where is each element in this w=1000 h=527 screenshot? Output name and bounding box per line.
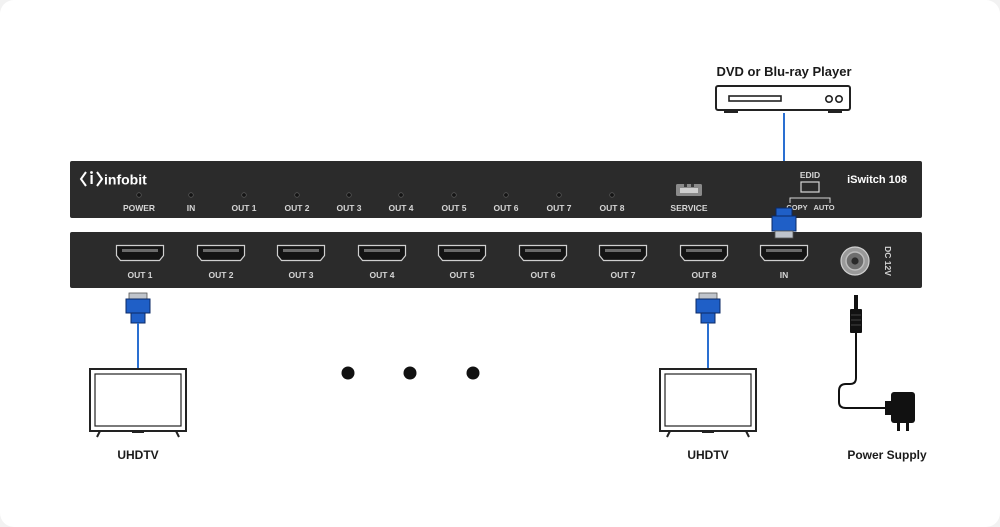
led-label-in: IN [187, 203, 196, 213]
hdmi-out-label-1: OUT 1 [127, 270, 152, 280]
more-outputs-dot-3 [466, 366, 480, 380]
hdmi-out-port-7 [598, 244, 648, 262]
led-out-4 [398, 192, 404, 198]
led-out-2 [294, 192, 300, 198]
in-hdmi-connector [771, 207, 797, 239]
hdmi-out-label-7: OUT 7 [610, 270, 635, 280]
front-panel [70, 161, 922, 218]
led-label-out-2: OUT 2 [284, 203, 309, 213]
led-label-out-5: OUT 5 [441, 203, 466, 213]
hdmi-port-row: OUT 1 OUT 2 OUT 3 OUT 4 OUT 5 OUT 6 OUT 7 OUT 8 [115, 244, 729, 280]
hdmi-out-port-1 [115, 244, 165, 262]
out1-hdmi-connector [125, 292, 151, 324]
hdmi-in-label: IN [780, 270, 789, 280]
led-in [188, 192, 194, 198]
edid-label: EDID [800, 170, 820, 180]
edid-auto-label: AUTO [813, 203, 834, 212]
hdmi-out-port-3 [276, 244, 326, 262]
edid-bracket [789, 197, 831, 203]
hdmi-out-port-4 [357, 244, 407, 262]
dc-power-jack [840, 246, 870, 276]
uhdtv-left-icon [89, 368, 187, 438]
hdmi-out-label-2: OUT 2 [208, 270, 233, 280]
hdmi-out-port-2 [196, 244, 246, 262]
hdmi-out-label-8: OUT 8 [691, 270, 716, 280]
source-label: DVD or Blu-ray Player [716, 64, 851, 79]
more-outputs-dot-1 [341, 366, 355, 380]
led-out-5 [451, 192, 457, 198]
hdmi-out-label-4: OUT 4 [369, 270, 394, 280]
power-supply-label: Power Supply [847, 448, 927, 462]
infobit-logo-icon [79, 171, 104, 187]
led-label-power: POWER [123, 203, 155, 213]
hdmi-out-label-6: OUT 6 [530, 270, 555, 280]
power-cable [838, 333, 886, 409]
brand-name: infobit [104, 172, 147, 188]
led-label-out-1: OUT 1 [231, 203, 256, 213]
service-label: SERVICE [670, 203, 707, 213]
led-label-out-3: OUT 3 [336, 203, 361, 213]
edid-copy-label: COPY [786, 203, 807, 212]
led-out-7 [556, 192, 562, 198]
led-label-out-7: OUT 7 [546, 203, 571, 213]
led-out-8 [609, 192, 615, 198]
dc-power-plug [850, 295, 862, 333]
dvd-player-icon [715, 85, 851, 113]
hdmi-out-label-3: OUT 3 [288, 270, 313, 280]
led-out-1 [241, 192, 247, 198]
led-label-out-8: OUT 8 [599, 203, 624, 213]
uhdtv-left-label: UHDTV [117, 448, 158, 462]
hdmi-out-port-8 [679, 244, 729, 262]
led-power [136, 192, 142, 198]
edid-switch[interactable] [800, 181, 820, 193]
uhdtv-right-icon [659, 368, 757, 438]
led-label-out-4: OUT 4 [388, 203, 413, 213]
led-out-3 [346, 192, 352, 198]
model-name: iSwitch 108 [847, 174, 907, 186]
uhdtv-right-label: UHDTV [687, 448, 728, 462]
service-port [676, 184, 702, 196]
led-label-out-6: OUT 6 [493, 203, 518, 213]
hdmi-out-port-6 [518, 244, 568, 262]
out8-hdmi-connector [695, 292, 721, 324]
more-outputs-dot-2 [403, 366, 417, 380]
led-indicator-row: POWER IN OUT 1 OUT 2 OUT 3 OUT 4 OUT 5 OUT 6 O… [123, 192, 625, 213]
hdmi-out-port-5 [437, 244, 487, 262]
dc-label: DC 12V [883, 246, 893, 276]
hdmi-out-label-5: OUT 5 [449, 270, 474, 280]
hdmi-in-port [759, 244, 809, 262]
led-out-6 [503, 192, 509, 198]
power-adapter-icon [885, 392, 915, 431]
